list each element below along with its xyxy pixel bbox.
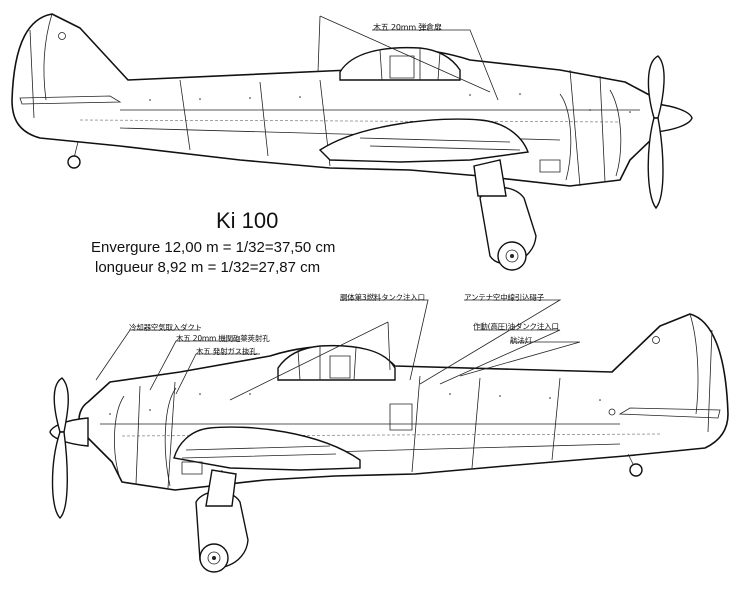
annotation-fuel-filler-3: 胴体第3燃料タンク注入口: [340, 293, 425, 302]
wing-root-right: [318, 118, 529, 163]
fuselage-outline-left: [78, 313, 729, 491]
fuselage-outline-right: [11, 13, 666, 187]
propeller-left: [53, 377, 69, 433]
canopy-left: [277, 344, 396, 381]
annotation-navigation-light: 航法灯: [510, 336, 532, 345]
annotation-gas-vent: 木五 発射ガス抜孔: [196, 347, 257, 356]
length-text: longueur 8,92 m = 1/32=27,87 cm: [95, 259, 321, 276]
annotation-ammo-door: 木五 20mm 弾倉扉: [373, 23, 442, 32]
figure-title: Ki 100: [216, 208, 279, 233]
annotation-cartridge-ejection: 木五 20mm 機関砲薬莢射孔: [176, 334, 270, 343]
tail-wheel-right: [67, 155, 81, 169]
wingspan-text: Envergure 12,00 m = 1/32=37,50 cm: [91, 239, 336, 256]
annotation-antenna-insulator: アンテナ空中線引込碍子: [464, 293, 544, 302]
annotation-hydraulic-tank-filler: 作動(高圧)油タンク注入口: [473, 322, 559, 331]
annotation-cooler-intake: 冷却器空気取入ダクト: [129, 323, 202, 332]
side-view-right: [11, 13, 693, 271]
tail-wheel-left: [629, 463, 643, 477]
spinner-left: [49, 417, 89, 447]
wing-root-left: [173, 426, 361, 471]
side-view-left: [49, 299, 729, 573]
propeller-right: [647, 55, 665, 119]
spinner-right: [654, 103, 693, 133]
